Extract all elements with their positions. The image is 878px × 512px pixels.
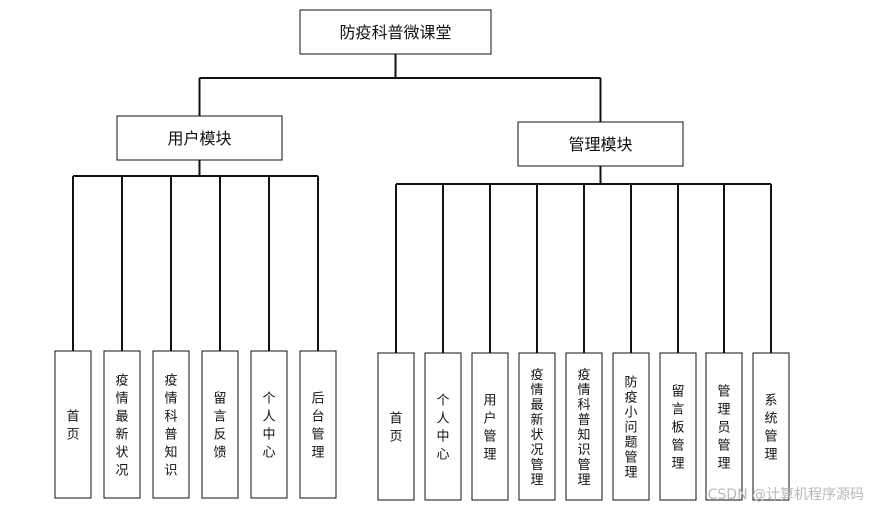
child-box-a6 [612, 352, 650, 501]
child-label-a2: 个人中心 [436, 394, 449, 463]
child-box-a1 [377, 352, 415, 501]
child-box-u6 [299, 350, 337, 499]
child-box-u4 [201, 350, 239, 499]
connector-lines [72, 54, 772, 353]
module-label-user: 用户模块 [167, 129, 231, 148]
child-label-a6: 防疫小问题管理 [624, 375, 637, 481]
child-node-a1: 首页 [377, 352, 415, 501]
child-node-a4: 疫情最新状况管理 [518, 352, 556, 501]
child-node-u6: 后台管理 [299, 350, 337, 499]
child-label-u5: 个人中心 [262, 392, 275, 461]
child-node-u3: 疫情科普知识 [152, 350, 190, 499]
child-box-u2 [103, 350, 141, 499]
module-box-admin [517, 121, 684, 167]
child-node-u5: 个人中心 [250, 350, 288, 499]
module-label-admin: 管理模块 [568, 135, 632, 154]
child-label-a1: 首页 [389, 412, 402, 445]
child-node-a6: 防疫小问题管理 [612, 352, 650, 501]
child-box-a9 [752, 352, 790, 501]
child-box-u1 [54, 350, 92, 499]
root-node-box [299, 9, 492, 55]
module-node-admin: 管理模块 [517, 121, 684, 167]
child-label-a9: 系统管理 [764, 394, 777, 463]
child-node-a8: 管理员管理 [705, 352, 743, 501]
child-box-a4 [518, 352, 556, 501]
child-node-a9: 系统管理 [752, 352, 790, 501]
module-box-user [116, 115, 283, 161]
child-label-u1: 首页 [66, 410, 79, 443]
child-node-u2: 疫情最新状况 [103, 350, 141, 499]
child-label-u3: 疫情科普知识 [164, 373, 177, 479]
child-label-a5: 疫情科普知识管理 [577, 367, 590, 488]
child-label-u6: 后台管理 [311, 392, 324, 461]
root-node-label: 防疫科普微课堂 [339, 23, 451, 42]
watermark-text: CSDN @计算机程序源码 [707, 487, 864, 503]
child-node-a2: 个人中心 [424, 352, 462, 501]
child-node-a5: 疫情科普知识管理 [565, 352, 603, 501]
child-node-u1: 首页 [54, 350, 92, 499]
child-label-a4: 疫情最新状况管理 [530, 367, 543, 488]
child-node-a7: 留言板管理 [659, 352, 697, 501]
child-box-u5 [250, 350, 288, 499]
child-node-a3: 用户管理 [471, 352, 509, 501]
child-label-u2: 疫情最新状况 [115, 373, 128, 479]
root-node: 防疫科普微课堂 [299, 9, 492, 55]
child-label-a3: 用户管理 [483, 394, 496, 463]
child-label-u4: 留言反馈 [213, 392, 226, 461]
child-label-a7: 留言板管理 [671, 385, 684, 472]
child-box-a8 [705, 352, 743, 501]
child-box-u3 [152, 350, 190, 499]
module-node-user: 用户模块 [116, 115, 283, 161]
child-node-u4: 留言反馈 [201, 350, 239, 499]
child-box-a2 [424, 352, 462, 501]
child-label-a8: 管理员管理 [717, 385, 730, 472]
child-box-a3 [471, 352, 509, 501]
child-box-a7 [659, 352, 697, 501]
child-box-a5 [565, 352, 603, 501]
